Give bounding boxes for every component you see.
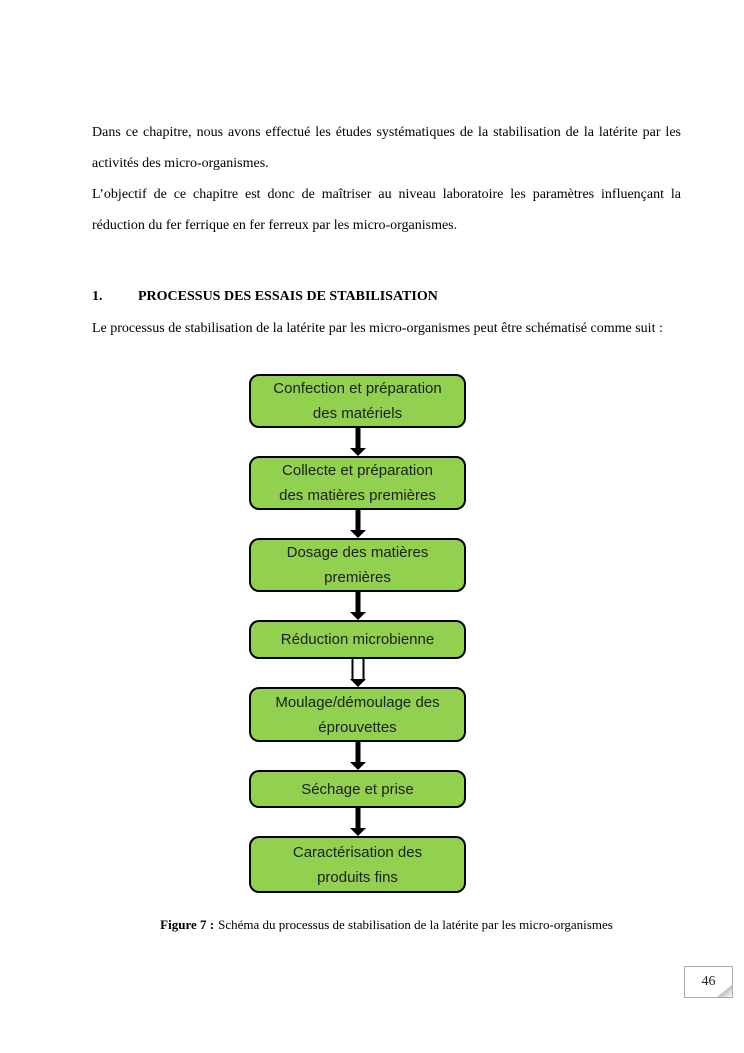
- page-number-box: 46: [684, 966, 733, 998]
- flowchart-step-2: Collecte et préparation des matières prem…: [249, 456, 466, 510]
- flowchart-step-label: Confection et préparation: [273, 380, 442, 397]
- flowchart-step-1: Confection et préparation des matériels: [249, 374, 466, 428]
- arrow-down-connector: [349, 808, 367, 836]
- flowchart-step-label: des matériels: [312, 405, 403, 422]
- arrow-down-connector: [349, 659, 367, 687]
- flowchart-step-label: Caractérisation des: [292, 843, 423, 861]
- section-heading: 1. PROCESSUS DES ESSAIS DE STABILISATION: [92, 286, 681, 307]
- flowchart-step-label: Moulage/démoulage des: [275, 693, 440, 711]
- flowchart-step-label: Dosage des matières: [286, 544, 429, 561]
- flowchart-step-5: Moulage/démoulage des éprouvettes: [249, 687, 466, 742]
- flowchart-step-label: premières: [324, 569, 391, 586]
- flowchart-step-label: des matières premières: [279, 487, 436, 504]
- folded-corner-icon: [717, 985, 732, 997]
- section-title: PROCESSUS DES ESSAIS DE STABILISATION: [138, 289, 438, 304]
- figure-caption-label: Figure 7 :: [160, 917, 215, 932]
- arrow-down-connector: [349, 428, 367, 456]
- flowchart-step-label: éprouvettes: [318, 718, 397, 736]
- paragraph-process-intro: Le processus de stabilisation de la laté…: [92, 321, 663, 336]
- flowchart-step-6: Séchage et prise: [249, 770, 466, 808]
- flowchart-step-label: produits fins: [317, 868, 398, 886]
- flowchart-step-3: Dosage des matières premières: [249, 538, 466, 592]
- section-number: 1.: [92, 289, 103, 304]
- flowchart-step-label: Réduction microbienne: [280, 631, 435, 648]
- arrow-down-connector: [349, 592, 367, 620]
- flowchart-step-label: Collecte et préparation: [282, 462, 433, 479]
- page-number: 46: [701, 974, 716, 989]
- paragraph-chapter-intro: Dans ce chapitre, nous avons effectué le…: [92, 125, 681, 171]
- arrow-down-connector: [349, 742, 367, 770]
- flowchart-step-label: Séchage et prise: [301, 780, 414, 798]
- figure-caption: Figure 7 :Schéma du processus de stabili…: [92, 914, 681, 935]
- flowchart-step-4: Réduction microbienne: [249, 620, 466, 659]
- figure-caption-text: Schéma du processus de stabilisation de …: [218, 917, 613, 932]
- arrow-down-connector: [349, 510, 367, 538]
- flowchart-step-7: Caractérisation des produits fins: [249, 836, 466, 893]
- paragraph-chapter-objective: L’objectif de ce chapitre est donc de ma…: [92, 187, 681, 233]
